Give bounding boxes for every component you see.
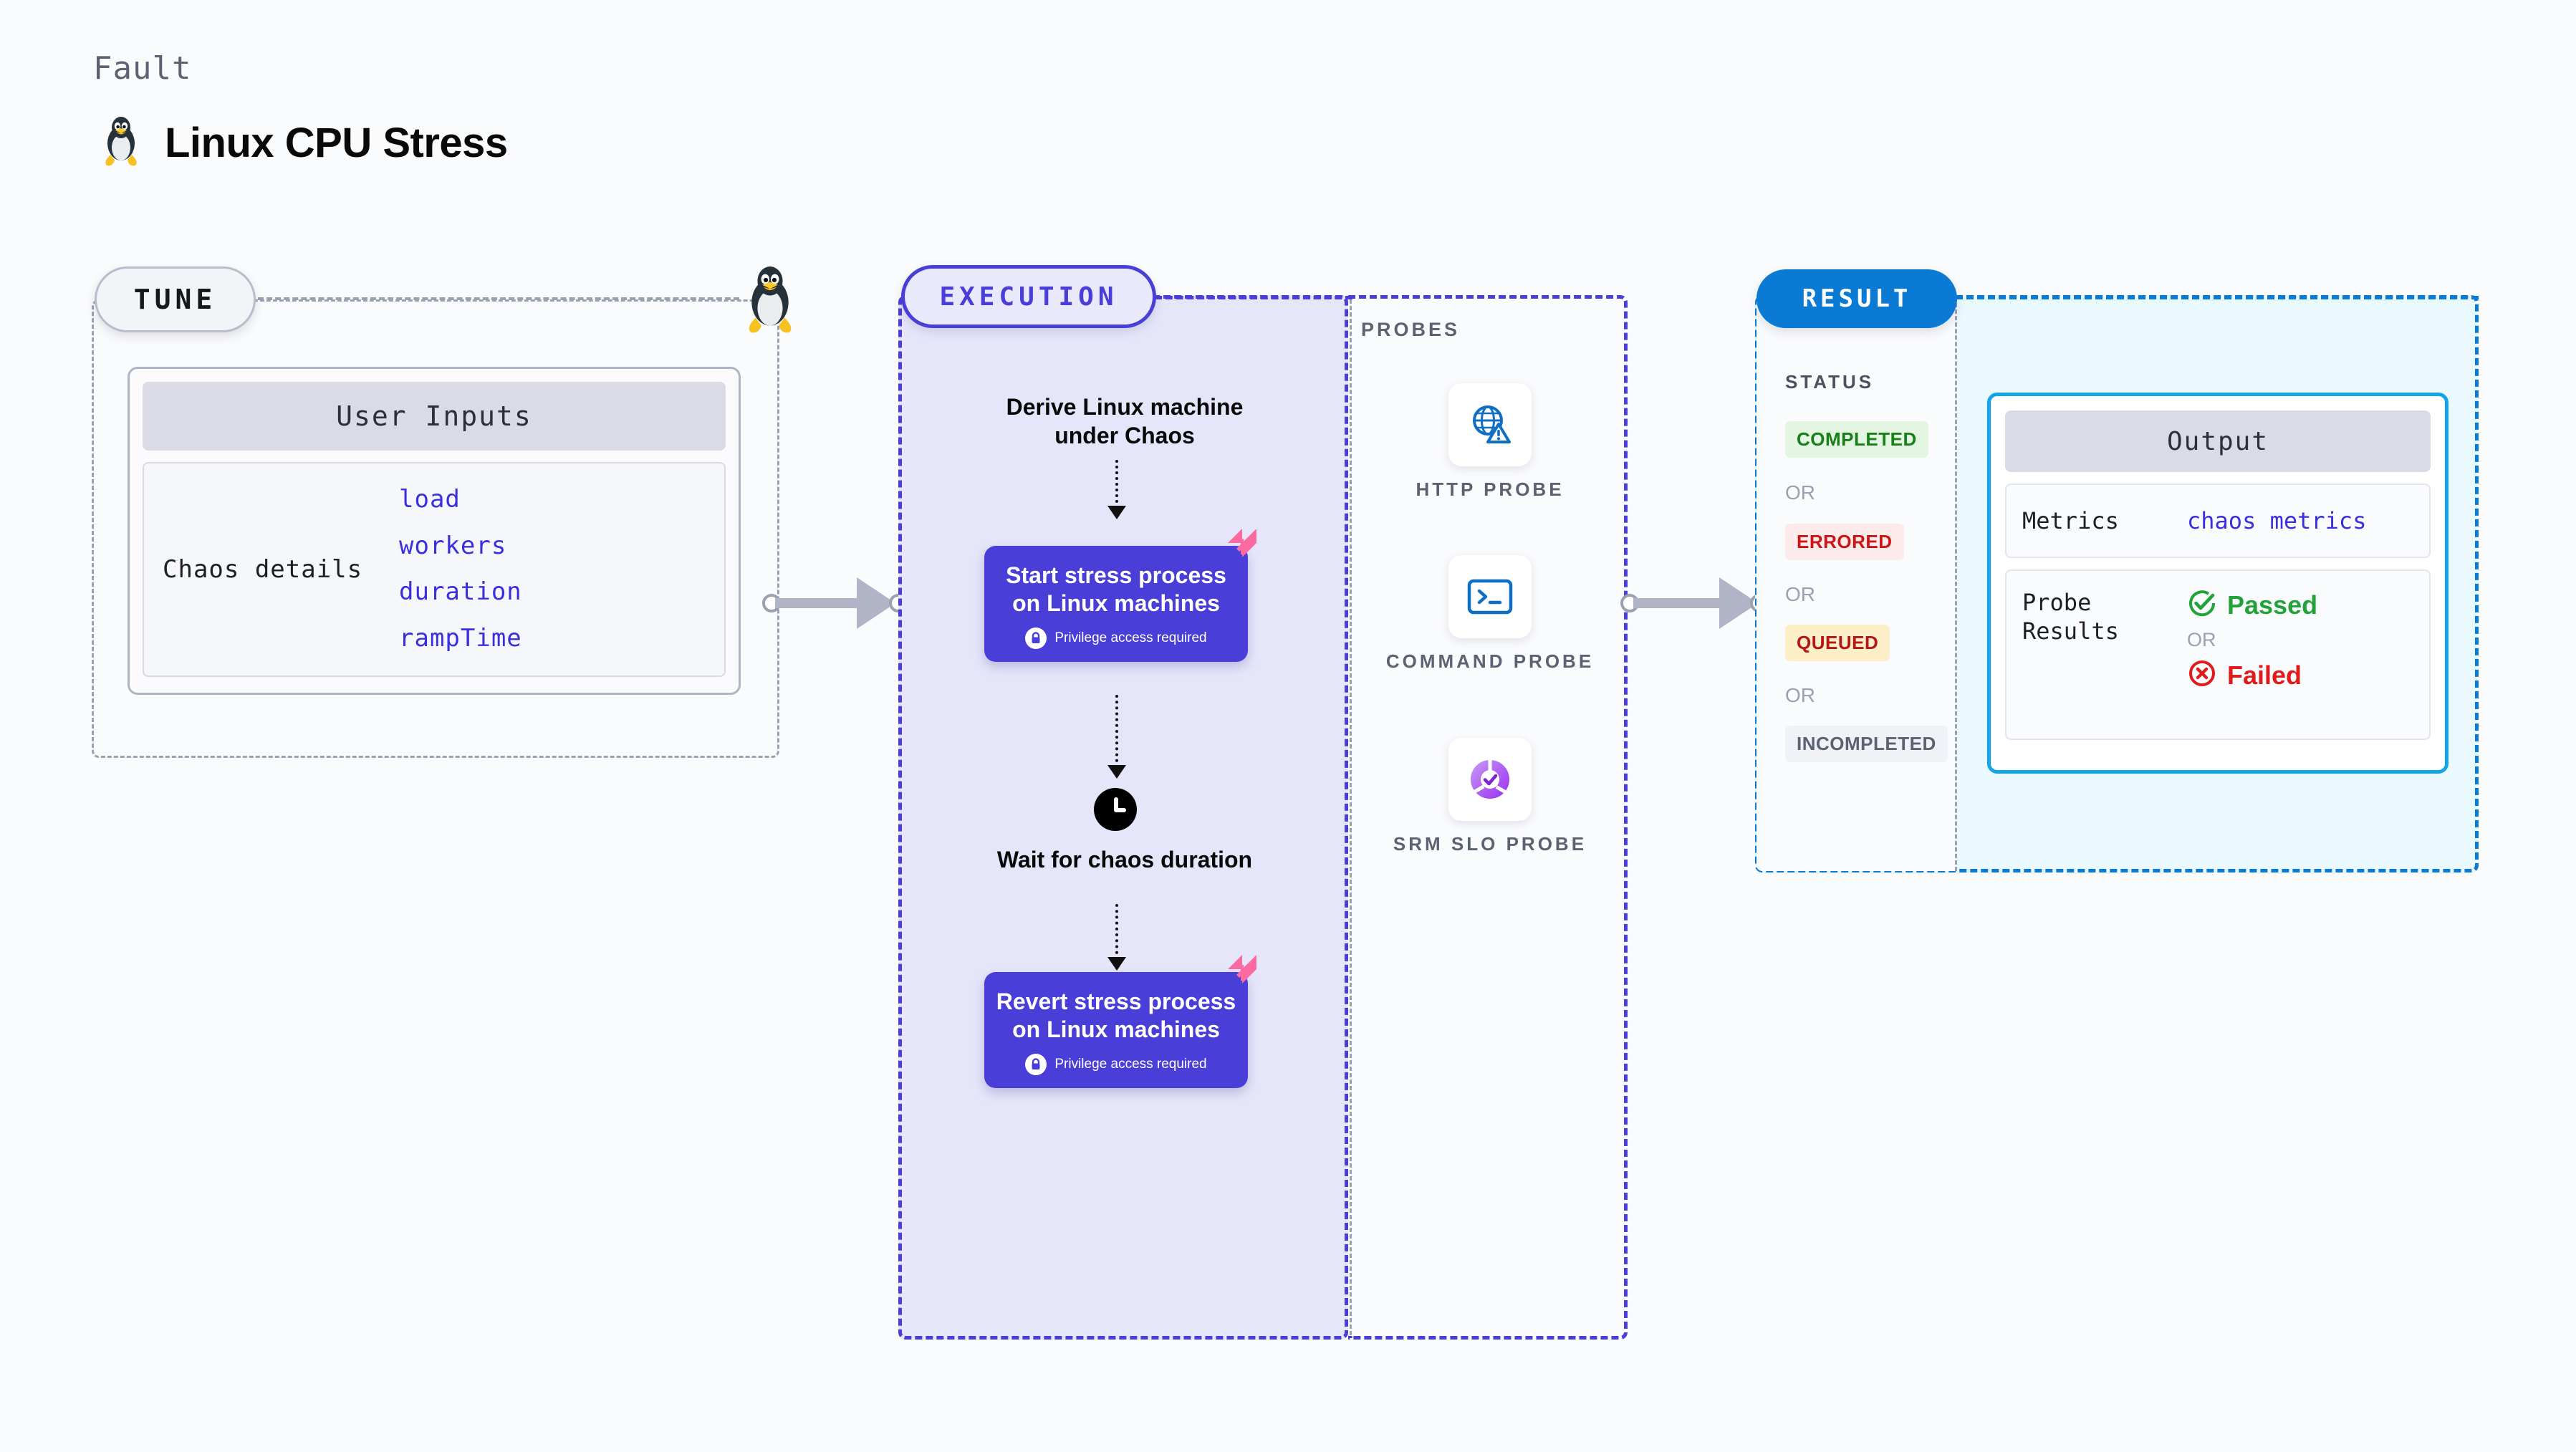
exec-card-revert-title: Revert stress process on Linux machines (996, 989, 1236, 1043)
metrics-value: chaos metrics (2187, 507, 2367, 534)
user-inputs-header: User Inputs (143, 382, 726, 451)
chaos-details-values: load workers duration rampTime (399, 479, 522, 660)
privilege-note-row: Privilege access required (996, 628, 1236, 650)
result-pill-label: RESULT (1802, 284, 1912, 313)
privilege-note-text: Privilege access required (1054, 630, 1207, 646)
privilege-note-text: Privilege access required (1054, 1057, 1207, 1072)
probe-item-command[interactable]: COMMAND PROBE (1383, 555, 1597, 674)
probe-results-values: Passed OR Failed (2187, 588, 2317, 721)
execution-top-dashed-line (1155, 296, 1352, 299)
probe-item-http[interactable]: HTTP PROBE (1383, 383, 1597, 502)
probe-passed-label: Passed (2227, 590, 2318, 620)
probes-section-label: PROBES (1361, 319, 1461, 340)
step-wait-label: Wait for chaos duration (996, 847, 1253, 872)
tune-input-ramptime: rampTime (399, 623, 522, 653)
chaos-details-box: Chaos details load workers duration ramp… (143, 462, 726, 677)
execution-pill[interactable]: EXECUTION (901, 265, 1156, 328)
status-badge-completed: COMPLETED (1785, 421, 1928, 458)
linux-tux-icon (739, 264, 801, 335)
probe-failed-label: Failed (2227, 660, 2302, 690)
page-title: Linux CPU Stress (165, 120, 508, 166)
exec-card-start-stress[interactable]: Start stress process on Linux machines P… (984, 529, 1256, 663)
connector-line (1633, 598, 1741, 608)
probe-results-or: OR (2187, 629, 2216, 650)
exec-card-start-title: Start stress process on Linux machines (1006, 562, 1226, 617)
output-card: Output Metrics chaos metrics Probe Resul… (1987, 393, 2448, 774)
x-circle-icon (2187, 658, 2217, 692)
status-badge-queued: QUEUED (1785, 625, 1890, 661)
result-top-dashed-line (1956, 296, 2479, 299)
exec-card-revert-stress[interactable]: Revert stress process on Linux machines … (984, 955, 1256, 1089)
arrow-head-derive-to-start (1107, 506, 1126, 519)
tune-pill[interactable]: TUNE (95, 266, 256, 332)
connector-line (775, 598, 878, 608)
probes-left-divider (1350, 299, 1352, 1335)
status-or-1: OR (1785, 481, 1815, 504)
check-circle-icon (2187, 588, 2217, 622)
status-or-2: OR (1785, 583, 1815, 605)
execution-pill-label: EXECUTION (939, 282, 1118, 312)
linux-tux-icon (100, 115, 142, 171)
lock-icon (1025, 628, 1047, 650)
clock-icon (1094, 788, 1137, 831)
output-header: Output (2005, 410, 2431, 472)
probe-results-row: Probe Results Passed OR (2005, 569, 2431, 740)
status-subpanel (1756, 297, 1957, 871)
metrics-label: Metrics (2022, 507, 2119, 534)
tune-input-duration: duration (399, 577, 522, 607)
arrow-wait-to-revert (1115, 904, 1118, 960)
user-inputs-card: User Inputs Chaos details load workers d… (128, 367, 741, 695)
probe-result-passed: Passed (2187, 588, 2317, 622)
status-badge-incompleted: INCOMPLETED (1785, 726, 1948, 762)
status-badge-errored: ERRORED (1785, 524, 1904, 560)
tune-region (92, 299, 779, 758)
probe-results-label: Probe Results (2022, 589, 2119, 645)
arrow-derive-to-start (1115, 460, 1118, 509)
arrow-head-start-to-wait (1107, 765, 1126, 779)
lock-icon (1025, 1054, 1047, 1076)
tune-pill-label: TUNE (133, 284, 217, 315)
slo-donut-check-icon (1448, 738, 1532, 821)
page-title-row: Linux CPU Stress (100, 115, 508, 171)
globe-warning-icon (1448, 383, 1532, 466)
arrow-head-wait-to-revert (1107, 957, 1126, 971)
tune-input-load: load (399, 485, 461, 514)
probe-caption-http: HTTP PROBE (1416, 479, 1565, 500)
metrics-row: Metrics chaos metrics (2005, 484, 2431, 558)
probe-item-srm-slo[interactable]: SRM SLO PROBE (1383, 738, 1597, 857)
harness-logo-icon (1224, 527, 1264, 567)
privilege-note-row: Privilege access required (996, 1054, 1236, 1076)
terminal-icon (1448, 555, 1532, 638)
probe-caption-command: COMMAND PROBE (1385, 650, 1595, 672)
chaos-details-label: Chaos details (163, 555, 363, 584)
harness-logo-icon (1224, 953, 1264, 994)
step-derive-label: Derive Linux machine under Chaos (1006, 394, 1244, 448)
arrow-start-to-wait (1115, 695, 1118, 768)
fault-label: Fault (93, 50, 192, 87)
result-pill[interactable]: RESULT (1756, 269, 1957, 328)
status-or-3: OR (1785, 684, 1815, 706)
status-label: STATUS (1785, 371, 1875, 393)
probe-result-failed: Failed (2187, 658, 2317, 692)
probe-caption-srm-slo: SRM SLO PROBE (1393, 833, 1587, 855)
tune-top-dashed-line (258, 297, 739, 300)
tune-input-workers: workers (399, 531, 507, 560)
